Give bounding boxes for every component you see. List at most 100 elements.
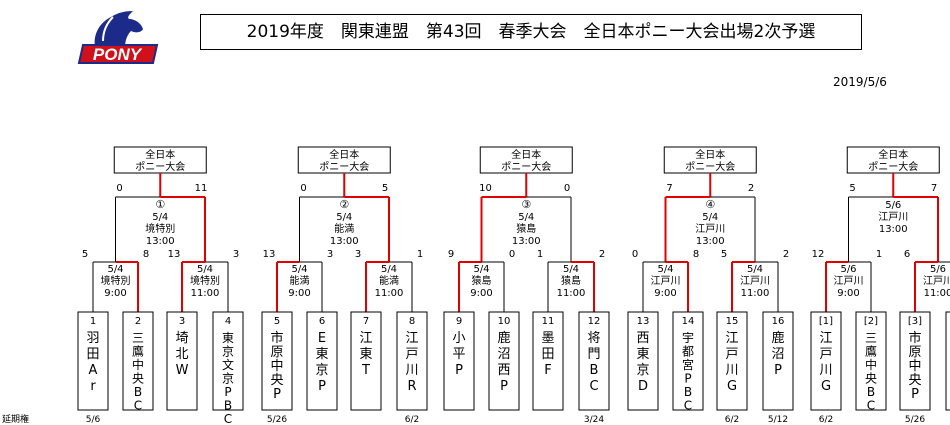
report-date: 2019/5/6 bbox=[833, 75, 887, 89]
final-venue: 境特別 bbox=[145, 222, 175, 235]
final-label: 全日本 bbox=[878, 148, 908, 161]
team-box bbox=[762, 311, 794, 411]
final-venue: 猿島 bbox=[516, 222, 536, 235]
semi-score-right: 3 bbox=[327, 249, 333, 260]
team-number: 10 bbox=[498, 316, 511, 327]
semi-time: 9:00 bbox=[470, 288, 492, 299]
team-box bbox=[166, 311, 198, 411]
semi-time: 11:00 bbox=[375, 288, 404, 299]
semi-score-right: 2 bbox=[599, 249, 605, 260]
team-number: 15 bbox=[726, 316, 739, 327]
semi-score-left: 5 bbox=[82, 249, 88, 260]
final-score-left: 10 bbox=[479, 183, 492, 194]
final-label: 全日本 bbox=[511, 148, 541, 161]
semi-venue: 能満 bbox=[290, 274, 310, 287]
semi-score-right: 8 bbox=[693, 249, 699, 260]
semi-time: 9:00 bbox=[104, 288, 126, 299]
semi-score-right: 0 bbox=[509, 249, 515, 260]
final-time: 13:00 bbox=[330, 236, 359, 247]
team-number: 7 bbox=[363, 316, 369, 327]
semi-date: 5/4 bbox=[747, 264, 763, 275]
final-match-number: ③ bbox=[521, 198, 531, 211]
team-number: 14 bbox=[682, 316, 695, 327]
final-score-right: 2 bbox=[748, 183, 754, 194]
final-box bbox=[846, 146, 940, 174]
team-number: 3 bbox=[179, 316, 185, 327]
page-title: 2019年度 関東連盟 第43回 春季大会 全日本ポニー大会出場2次予選 bbox=[200, 14, 862, 50]
final-venue: 江戸川 bbox=[878, 211, 908, 223]
final-label-line2: ポニー大会 bbox=[319, 160, 369, 173]
final-label: 全日本 bbox=[145, 148, 175, 161]
team-number: [2] bbox=[864, 316, 878, 327]
semi-score-right: 2 bbox=[783, 249, 789, 260]
semi-venue: 江戸川 bbox=[651, 275, 681, 287]
semi-score-left: 9 bbox=[448, 249, 454, 260]
semi-score-left: 13 bbox=[263, 249, 276, 260]
semi-date: 5/4 bbox=[291, 264, 307, 275]
team-number: 9 bbox=[456, 316, 462, 327]
final-match-number: ② bbox=[339, 198, 349, 211]
semi-score-left: 12 bbox=[812, 249, 825, 260]
semi-venue: 江戸川 bbox=[923, 275, 950, 287]
final-box bbox=[113, 146, 207, 174]
team-box bbox=[443, 311, 475, 411]
final-label: 全日本 bbox=[329, 148, 359, 161]
semi-venue: 江戸川 bbox=[740, 275, 770, 287]
semi-venue: 能満 bbox=[379, 274, 399, 287]
semi-score-right: 1 bbox=[876, 249, 882, 260]
semi-score-right: 8 bbox=[143, 249, 149, 260]
team-box bbox=[810, 311, 842, 411]
team-box bbox=[396, 311, 428, 411]
team-box bbox=[350, 311, 382, 411]
team-box bbox=[672, 311, 704, 411]
team-footnote: 3/24 bbox=[584, 415, 604, 425]
logo-text: PONY bbox=[93, 45, 143, 64]
semi-time: 9:00 bbox=[837, 288, 859, 299]
semi-date: 5/4 bbox=[473, 264, 489, 275]
semi-date: 5/4 bbox=[197, 264, 213, 275]
final-date: 5/4 bbox=[336, 212, 352, 223]
semi-time: 11:00 bbox=[924, 288, 950, 299]
final-date: 5/4 bbox=[518, 212, 534, 223]
pony-logo: PONY bbox=[77, 11, 159, 64]
team-number: 6 bbox=[319, 316, 325, 327]
final-box bbox=[663, 146, 757, 174]
team-number: 5 bbox=[274, 316, 280, 327]
team-number: 4 bbox=[225, 316, 231, 327]
team-box bbox=[122, 311, 154, 411]
final-score-right: 0 bbox=[564, 183, 570, 194]
semi-venue: 猿島 bbox=[472, 274, 492, 287]
final-label-line2: ポニー大会 bbox=[868, 160, 918, 173]
team-box bbox=[532, 311, 564, 411]
team-number: 11 bbox=[542, 316, 555, 327]
team-number: 12 bbox=[588, 316, 601, 327]
team-footnote: 5/12 bbox=[768, 415, 788, 425]
final-score-left: 0 bbox=[116, 183, 122, 194]
team-box bbox=[261, 311, 293, 411]
team-number: [3] bbox=[908, 316, 922, 327]
final-score-left: 0 bbox=[300, 183, 306, 194]
semi-time: 11:00 bbox=[191, 288, 220, 299]
final-label-line2: ポニー大会 bbox=[501, 160, 551, 173]
team-box bbox=[306, 311, 338, 411]
team-footnote: 6/2 bbox=[819, 415, 833, 425]
semi-venue: 江戸川 bbox=[834, 275, 864, 287]
semi-venue: 境特別 bbox=[101, 274, 131, 287]
team-box bbox=[488, 311, 520, 411]
final-match-number: ① bbox=[155, 198, 165, 211]
semi-score-left: 13 bbox=[168, 249, 181, 260]
semi-venue: 猿島 bbox=[561, 274, 581, 287]
